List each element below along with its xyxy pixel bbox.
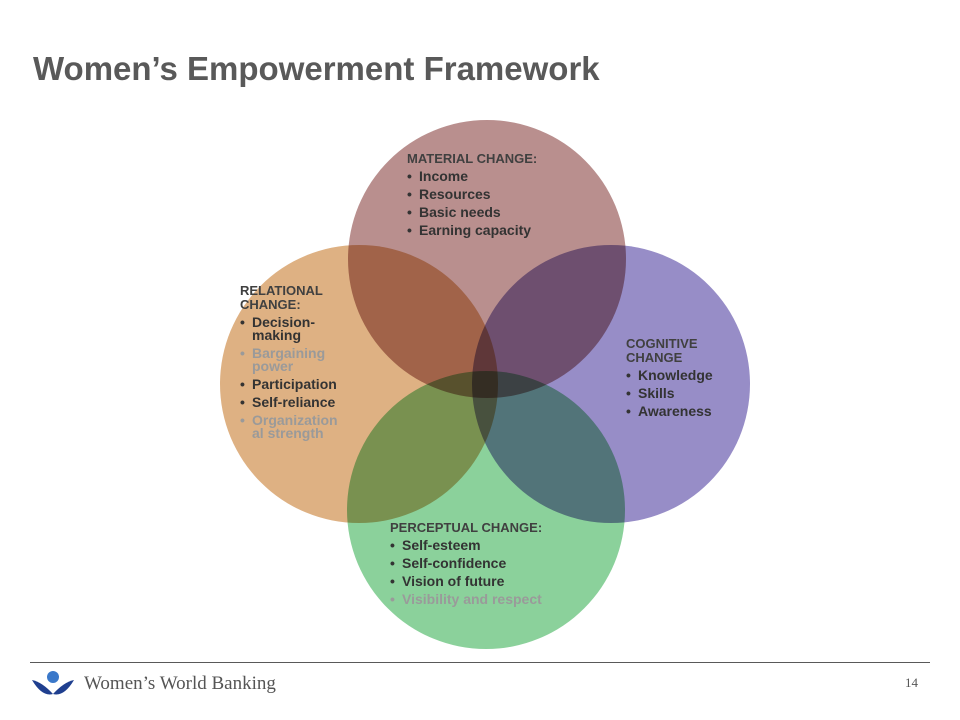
footer-divider: [30, 662, 930, 663]
relational-label: RELATIONAL CHANGE: Decision-making Barga…: [240, 284, 350, 445]
brand-logo-icon: [32, 671, 74, 695]
perceptual-heading: PERCEPTUAL CHANGE:: [390, 520, 543, 535]
list-item: Self-esteem: [390, 538, 542, 552]
list-item: Organizational strength: [240, 413, 342, 440]
list-item: Vision of future: [390, 574, 542, 588]
list-item: Visibility and respect: [390, 592, 542, 606]
list-item: Self-reliance: [240, 395, 350, 409]
cognitive-heading: COGNITIVE CHANGE: [626, 336, 698, 365]
list-item: Bargaining power: [240, 346, 337, 373]
list-item: Income: [407, 169, 537, 183]
material-heading: MATERIAL CHANGE:: [407, 151, 538, 166]
page-title: Women’s Empowerment Framework: [33, 50, 600, 87]
list-item: Resources: [407, 187, 537, 201]
list-item: Skills: [626, 386, 716, 400]
list-item: Decision-making: [240, 315, 332, 342]
perceptual-label: PERCEPTUAL CHANGE: Self-esteem Self-conf…: [390, 521, 542, 611]
page-number: 14: [905, 675, 918, 690]
material-label: MATERIAL CHANGE: Income Resources Basic …: [407, 152, 537, 242]
list-item: Earning capacity: [407, 223, 537, 237]
relational-heading: RELATIONAL CHANGE:: [240, 283, 323, 312]
list-item: Self-confidence: [390, 556, 542, 570]
list-item: Participation: [240, 377, 342, 391]
list-item: Basic needs: [407, 205, 537, 219]
list-item: Knowledge: [626, 368, 716, 382]
brand-name: Women’s World Banking: [84, 673, 276, 694]
list-item: Awareness: [626, 404, 716, 418]
cognitive-label: COGNITIVE CHANGE Knowledge Skills Awaren…: [626, 337, 716, 423]
